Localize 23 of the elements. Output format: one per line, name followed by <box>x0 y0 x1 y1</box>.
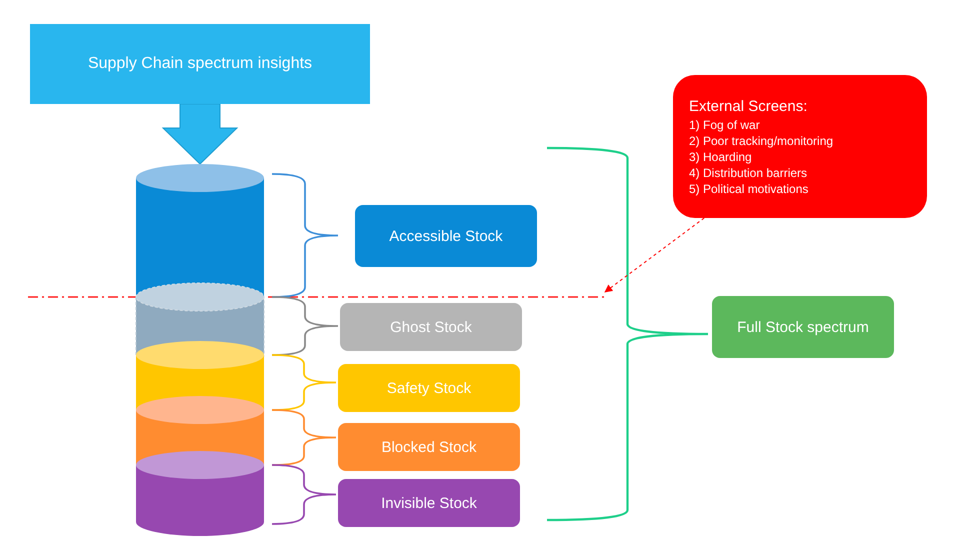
stock-label-box <box>338 364 520 412</box>
note-card <box>673 75 927 218</box>
stock-label: Invisible Stock <box>381 494 477 512</box>
title-banner <box>30 24 370 104</box>
stock-label: Safety Stock <box>386 380 472 396</box>
leader-arrow <box>604 218 705 292</box>
list-item: 4) Distribution barriers <box>689 164 808 180</box>
stock-label-box <box>338 479 520 527</box>
title-text: Supply Chain spectrum insights <box>88 55 312 73</box>
note-heading: External Screens: <box>689 96 808 116</box>
stock-label-box <box>712 296 894 358</box>
stock-label-box <box>340 303 522 351</box>
block-arrow <box>162 104 238 165</box>
list-item: 3) Hoarding <box>689 148 752 164</box>
stock-label: Full Stock spectrum <box>737 318 869 336</box>
stock-label-box <box>338 423 520 471</box>
stock-label: Blocked Stock <box>381 438 477 456</box>
stock-label: Accessible Stock <box>389 228 503 244</box>
list-item: 5) Political motivations <box>689 180 808 196</box>
list-item: 1) Fog of war <box>689 116 760 132</box>
stock-label-box <box>355 205 537 267</box>
stock-label: Ghost Stock <box>390 318 472 336</box>
list-item: 2) Poor tracking/monitoring <box>689 132 834 148</box>
